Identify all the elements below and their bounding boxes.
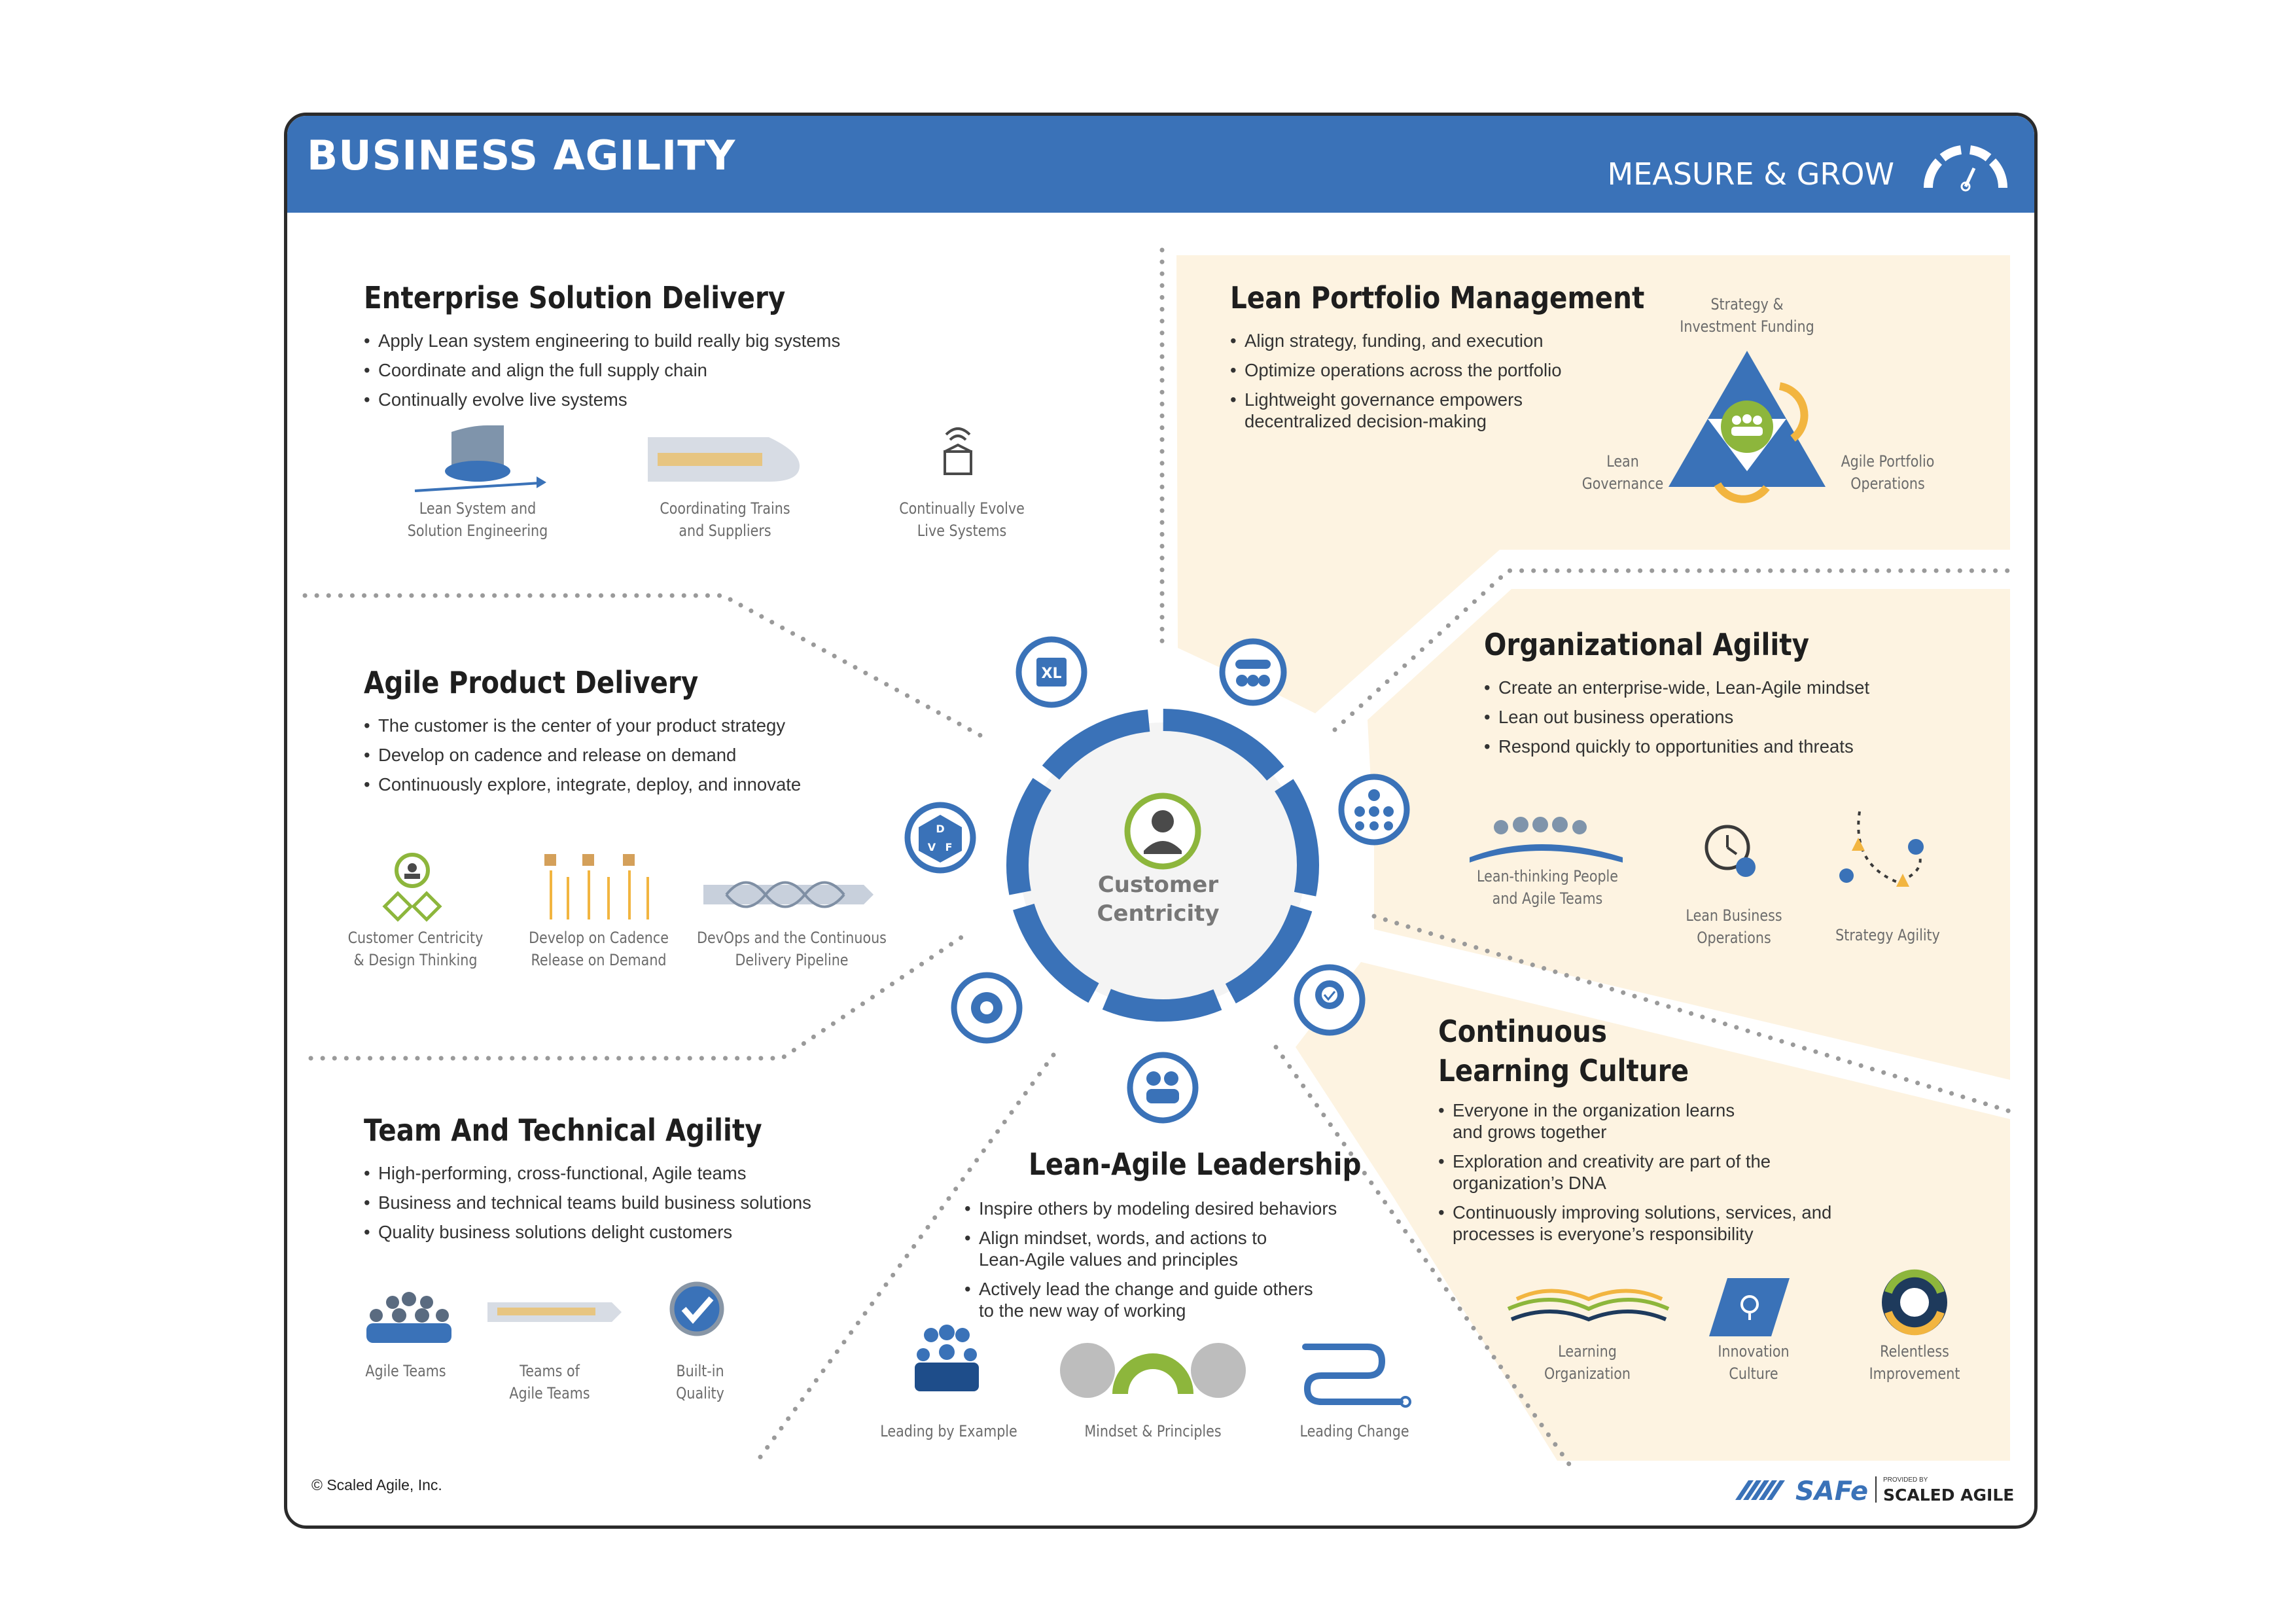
safe-logo: SAFe PROVIDED BY SCALED AGILE [1735, 1472, 2017, 1512]
lal-ring-icon [1127, 1052, 1199, 1124]
clc-bullet: Everyone in the organization learns and … [1438, 1099, 1935, 1143]
apd-bullets: The customer is the center of your produ… [364, 715, 953, 803]
clc-caption-3: Relentless Improvement [1869, 1342, 1960, 1383]
esd-title: Enterprise Solution Delivery [364, 280, 786, 315]
business-operations-icon [1704, 825, 1756, 877]
customer-centricity-label: Customer Centricity [1097, 872, 1220, 927]
tta-bullet: Quality business solutions delight custo… [364, 1221, 953, 1243]
tta-caption-1: Agile Teams [365, 1362, 446, 1380]
apd-caption-2: Develop on Cadence Release on Demand [529, 929, 669, 969]
solution-intent-icon [414, 425, 546, 492]
lal-title: Lean-Agile Leadership [1029, 1147, 1362, 1182]
esd-caption-1: Lean System and Solution Engineering [407, 499, 548, 540]
oa-caption-1: Lean-thinking People and Agile Teams [1476, 867, 1618, 908]
leading-example-icon [915, 1325, 979, 1391]
strategy-agility-icon [1839, 811, 1924, 887]
lal-bullet: Actively lead the change and guide other… [964, 1278, 1422, 1321]
lpm-bullet: Optimize operations across the portfolio [1230, 359, 1636, 381]
measure-grow-label: MEASURE & GROW [1607, 156, 1894, 192]
clc-title: Continuous Learning Culture [1438, 1014, 1689, 1088]
customer-centricity-ring [1006, 708, 1319, 1022]
innovation-culture-icon [1709, 1278, 1790, 1336]
apd-bullet: Develop on cadence and release on demand [364, 744, 953, 766]
oa-bullet: Lean out business operations [1484, 706, 1994, 728]
copyright: © Scaled Agile, Inc. [311, 1476, 442, 1493]
clc-bullet: Continuously improving solutions, servic… [1438, 1202, 1935, 1245]
lpm-triangle-diagram [1669, 351, 1826, 503]
logo-divider [1875, 1476, 1877, 1503]
safe-logo-mark [1735, 1480, 1785, 1500]
apd-ring-letter-v: V [928, 841, 936, 853]
header-bar: BUSINESS AGILITY MEASURE & GROW [287, 116, 2034, 213]
oa-caption-3: Strategy Agility [1835, 926, 1940, 944]
train-icon [648, 437, 800, 482]
lpm-bullet: Align strategy, funding, and execution [1230, 330, 1636, 351]
live-system-icon [944, 427, 972, 475]
mindset-icon [1060, 1343, 1246, 1398]
lal-caption-1: Leading by Example [880, 1422, 1017, 1440]
learning-organization-icon [1507, 1289, 1670, 1322]
oa-bullets: Create an enterprise-wide, Lean-Agile mi… [1484, 677, 1994, 765]
lpm-bullet: Lightweight governance empowers decentra… [1230, 389, 1636, 432]
lpm-diagram-left: Lean Governance [1581, 452, 1664, 493]
lal-caption-2: Mindset & Principles [1084, 1422, 1222, 1440]
design-thinking-icon [382, 853, 442, 922]
pipeline-icon [703, 881, 874, 908]
lal-bullets: Inspire others by modeling desired behav… [964, 1198, 1422, 1329]
lpm-bullets: Align strategy, funding, and execution O… [1230, 330, 1636, 440]
agile-teams-icon [366, 1292, 451, 1343]
tta-bullet: High-performing, cross-functional, Agile… [364, 1162, 953, 1184]
tta-bullet: Business and technical teams build busin… [364, 1192, 953, 1213]
lean-people-icon [1470, 817, 1623, 863]
esd-caption-3: Continually Evolve Live Systems [899, 499, 1025, 540]
lpm-ring-icon [1219, 638, 1287, 706]
oa-caption-2: Lean Business Operations [1686, 906, 1782, 947]
esd-bullet: Coordinate and align the full supply cha… [364, 359, 953, 381]
apd-bullet: Continuously explore, integrate, deploy,… [364, 774, 953, 795]
clc-caption-2: Innovation Culture [1718, 1342, 1790, 1383]
lpm-title: Lean Portfolio Management [1230, 280, 1645, 315]
safe-brand: SAFe [1795, 1476, 1869, 1507]
cadence-icon [544, 854, 649, 919]
clc-bullet: Exploration and creativity are part of t… [1438, 1150, 1935, 1194]
apd-caption-3: DevOps and the Continuous Delivery Pipel… [697, 929, 887, 969]
esd-bullet: Apply Lean system engineering to build r… [364, 330, 953, 351]
lpm-diagram-top: Strategy & Investment Funding [1680, 295, 1814, 336]
tta-title: Team And Technical Agility [364, 1113, 762, 1148]
esd-ring-label: XL [1042, 666, 1062, 682]
teams-of-teams-icon [487, 1302, 622, 1322]
oa-title: Organizational Agility [1484, 627, 1810, 662]
apd-title: Agile Product Delivery [364, 665, 699, 700]
page-title: BUSINESS AGILITY [307, 132, 736, 179]
lal-bullet: Align mindset, words, and actions to Lea… [964, 1227, 1422, 1270]
tta-caption-3: Built-in Quality [676, 1362, 724, 1402]
lal-bullet: Inspire others by modeling desired behav… [964, 1198, 1422, 1219]
oa-bullet: Respond quickly to opportunities and thr… [1484, 736, 1994, 757]
esd-bullet: Continually evolve live systems [364, 389, 953, 410]
scaled-agile-name: SCALED AGILE [1883, 1486, 2015, 1505]
built-in-quality-icon [669, 1281, 724, 1336]
esd-caption-2: Coordinating Trains and Suppliers [660, 499, 790, 540]
gauge-icon [1923, 145, 2008, 192]
relentless-improvement-icon [1882, 1269, 1947, 1336]
provided-by: PROVIDED BY [1883, 1476, 1928, 1484]
apd-bullet: The customer is the center of your produ… [364, 715, 953, 736]
apd-ring-letter-f: F [945, 841, 953, 853]
leading-change-icon [1302, 1344, 1411, 1408]
tta-bullets: High-performing, cross-functional, Agile… [364, 1162, 953, 1251]
apd-caption-1: Customer Centricity & Design Thinking [347, 929, 484, 969]
oa-bullet: Create an enterprise-wide, Lean-Agile mi… [1484, 677, 1994, 698]
lal-caption-3: Leading Change [1299, 1422, 1409, 1440]
clc-caption-1: Learning Organization [1544, 1342, 1631, 1383]
esd-bullets: Apply Lean system engineering to build r… [364, 330, 953, 418]
lpm-diagram-right: Agile Portfolio Operations [1841, 452, 1935, 493]
apd-ring-letter-d: D [936, 823, 944, 835]
clc-bullets: Everyone in the organization learns and … [1438, 1099, 1935, 1253]
tta-caption-2: Teams of Agile Teams [509, 1362, 590, 1402]
